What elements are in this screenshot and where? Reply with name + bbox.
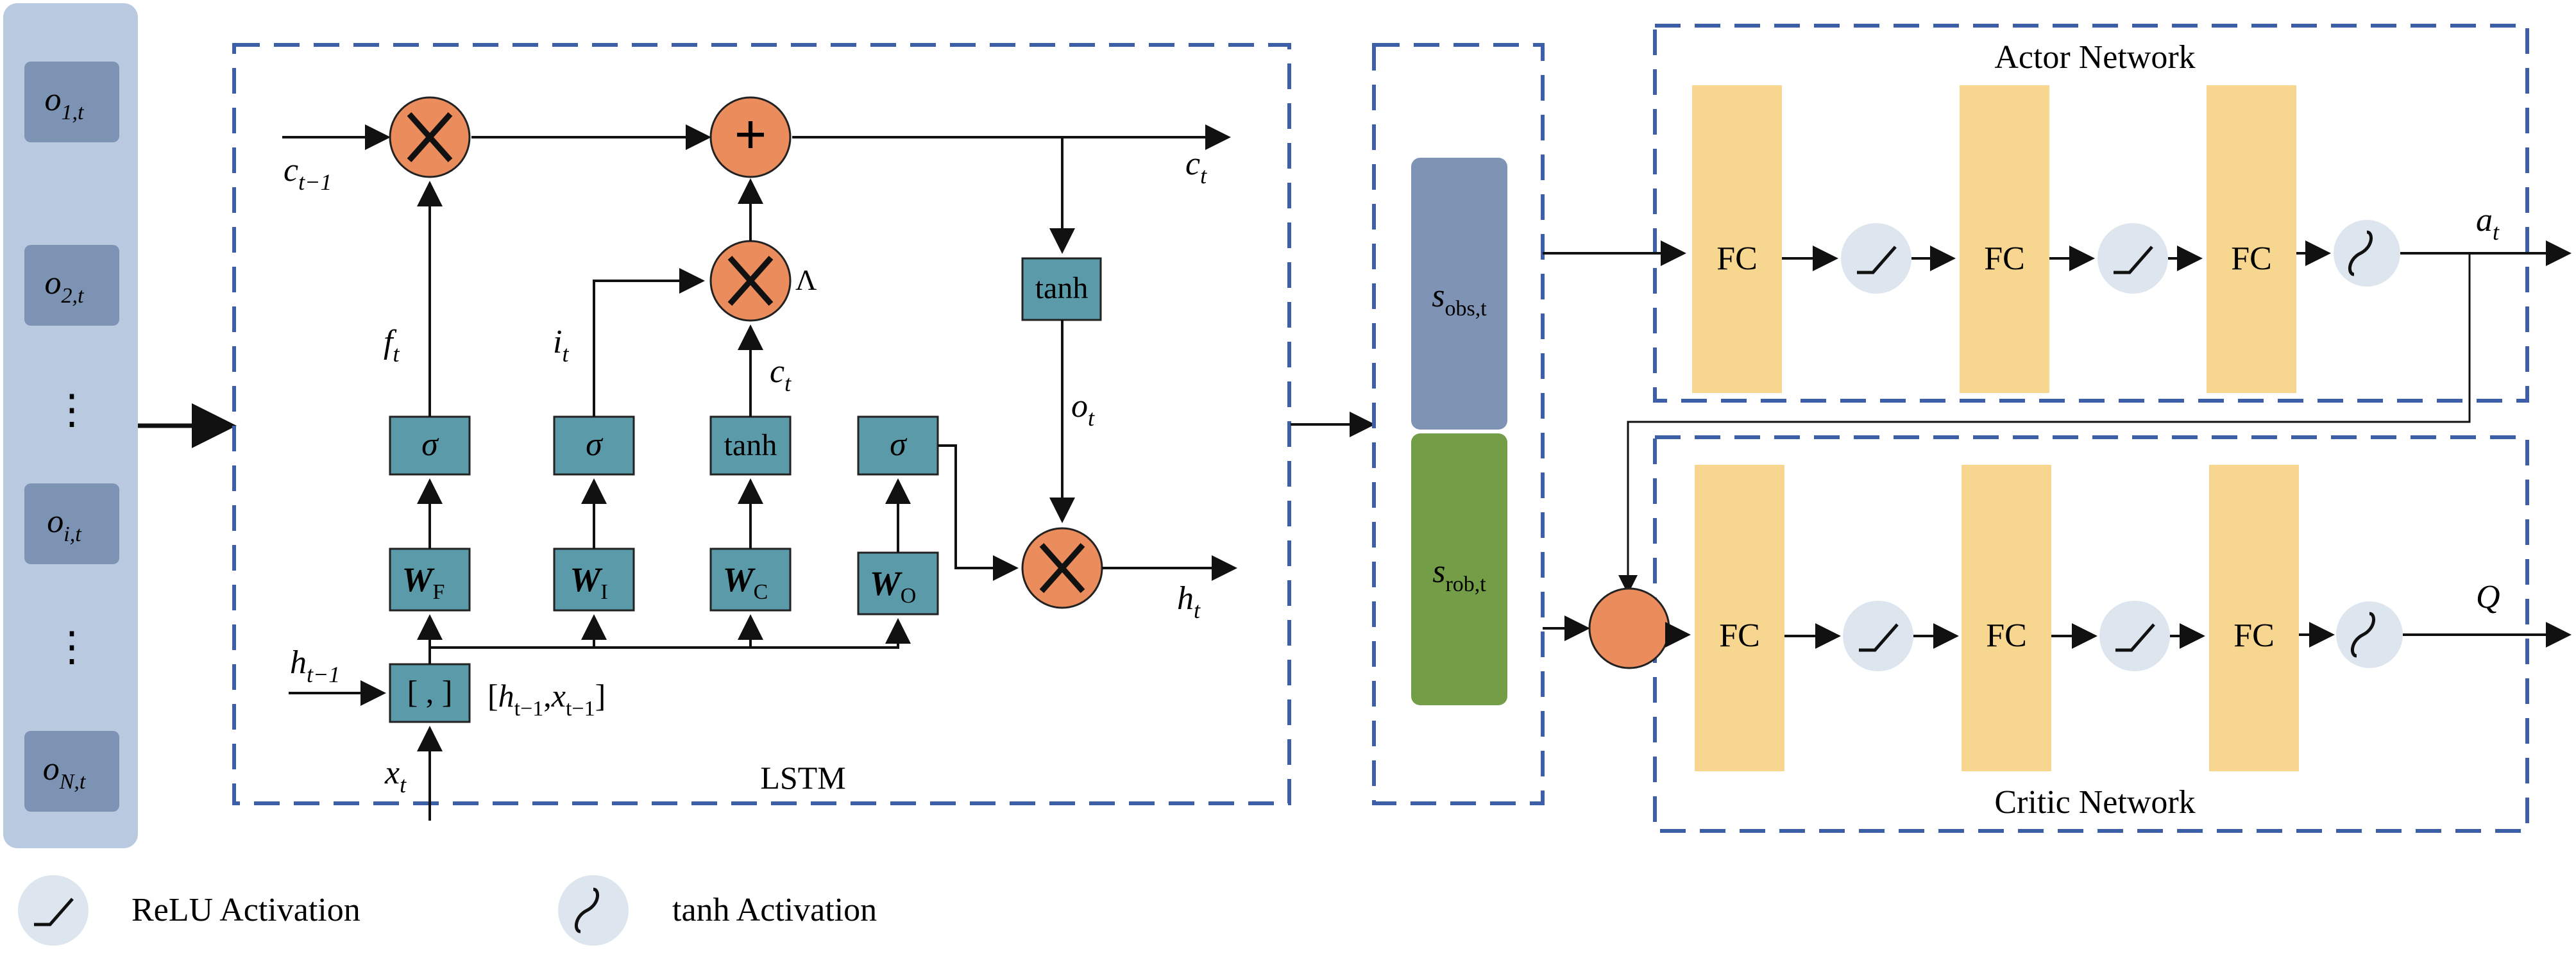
lstm-dashed-border bbox=[232, 43, 1291, 805]
svg-text:WF: WF bbox=[402, 560, 445, 604]
obs-box-n: oN,t bbox=[24, 731, 119, 812]
svg-text:σ: σ bbox=[586, 426, 604, 463]
action-feedback-line bbox=[1618, 253, 2471, 594]
svg-text:o2,t: o2,t bbox=[45, 265, 85, 308]
label-f-t: ft bbox=[384, 324, 400, 367]
svg-text:σ: σ bbox=[890, 426, 908, 463]
weight-wc-box: WC bbox=[709, 548, 792, 612]
label-concat-hx: [ht−1,xt−1] bbox=[487, 678, 606, 721]
svg-text:oi,t: oi,t bbox=[47, 503, 82, 546]
actor-fc-2: FC bbox=[1960, 85, 2049, 393]
legend: ReLU Activation tanh Activation bbox=[18, 875, 877, 946]
svg-text:tanh: tanh bbox=[724, 428, 777, 462]
svg-text:tanh: tanh bbox=[1035, 271, 1089, 305]
candidate-tanh-box: tanh bbox=[709, 415, 792, 476]
critic-title: Critic Network bbox=[1994, 784, 2195, 821]
forget-gate-sigma: σ bbox=[389, 415, 471, 476]
actor-fc-1: FC bbox=[1692, 85, 1782, 393]
svg-text:sobs,t: sobs,t bbox=[1432, 278, 1487, 321]
label-h-prev: ht−1 bbox=[290, 644, 340, 687]
svg-text:σ: σ bbox=[421, 426, 439, 463]
svg-text:FC: FC bbox=[2233, 617, 2275, 654]
obs-box-i: oi,t bbox=[24, 483, 119, 564]
critic-merge-node bbox=[1588, 587, 1670, 669]
output-gate-sigma: σ bbox=[857, 415, 939, 476]
s-rob-box: srob,t bbox=[1411, 433, 1507, 705]
lstm-title: LSTM bbox=[760, 760, 845, 796]
label-i-t: it bbox=[553, 324, 569, 367]
critic-fc-1: FC bbox=[1695, 465, 1784, 771]
svg-text:srob,t: srob,t bbox=[1432, 553, 1486, 596]
svg-text:FC: FC bbox=[1986, 617, 2027, 654]
actor-relu-1 bbox=[1841, 223, 1911, 294]
label-h-t: ht bbox=[1177, 580, 1201, 623]
label-x-t: xt bbox=[384, 755, 407, 798]
actor-tanh bbox=[2334, 220, 2400, 287]
obs-ellipsis-1: ⋮ bbox=[51, 387, 92, 432]
label-lambda: Λ bbox=[795, 264, 817, 296]
weight-wf-box: WF bbox=[389, 548, 471, 612]
input-gate-sigma: σ bbox=[553, 415, 635, 476]
label-c-prev: ct−1 bbox=[284, 152, 332, 195]
cell-tanh-box: tanh bbox=[1021, 257, 1102, 321]
actor-title: Actor Network bbox=[1994, 39, 2195, 76]
concat-box: [ , ] bbox=[389, 663, 471, 723]
s-obs-box: sobs,t bbox=[1411, 158, 1507, 430]
svg-text:WO: WO bbox=[870, 564, 917, 608]
label-o-t: ot bbox=[1071, 388, 1095, 431]
legend-relu-label: ReLU Activation bbox=[131, 892, 360, 928]
obs-box-1: o1,t bbox=[24, 62, 119, 142]
svg-text:WC: WC bbox=[723, 560, 768, 604]
obs-ellipsis-2: ⋮ bbox=[51, 624, 92, 669]
observation-input-panel: o1,t o2,t ⋮ oi,t ⋮ oN,t bbox=[3, 3, 138, 848]
critic-fc-3: FC bbox=[2209, 465, 2299, 771]
actor-output-label: at bbox=[2476, 202, 2500, 245]
actor-fc-3: FC bbox=[2207, 85, 2296, 393]
critic-relu-2 bbox=[2099, 601, 2170, 671]
svg-text:WI: WI bbox=[570, 560, 607, 604]
svg-text:o1,t: o1,t bbox=[45, 81, 85, 124]
weight-wo-box: WO bbox=[857, 551, 939, 615]
svg-text:[ , ]: [ , ] bbox=[407, 674, 453, 710]
legend-relu-icon bbox=[18, 875, 89, 946]
label-c-t: ct bbox=[1185, 146, 1207, 188]
critic-network-block: Critic Network FC FC FC bbox=[1543, 435, 2572, 833]
input-multiply-node bbox=[709, 240, 792, 322]
critic-relu-1 bbox=[1843, 601, 1913, 671]
forget-multiply-node bbox=[389, 96, 471, 178]
state-block: sobs,t srob,t bbox=[1372, 43, 1545, 805]
svg-text:oN,t: oN,t bbox=[43, 751, 87, 794]
svg-text:FC: FC bbox=[2231, 240, 2272, 277]
actor-relu-2 bbox=[2097, 223, 2168, 294]
legend-tanh-icon bbox=[558, 875, 629, 946]
lstm-block: LSTM ct−1 ct + Λ ht bbox=[232, 43, 1291, 821]
add-node: + bbox=[709, 96, 792, 178]
svg-text:FC: FC bbox=[1716, 240, 1758, 277]
actor-network-block: Actor Network FC FC FC bbox=[1543, 24, 2572, 403]
output-multiply-node bbox=[1021, 527, 1103, 609]
weight-wi-box: WI bbox=[553, 548, 635, 612]
obs-box-2: o2,t bbox=[24, 245, 119, 326]
critic-fc-2: FC bbox=[1962, 465, 2051, 771]
label-c-tilde: ct bbox=[770, 353, 792, 396]
svg-text:+: + bbox=[734, 103, 767, 167]
svg-text:FC: FC bbox=[1719, 617, 1760, 654]
critic-tanh bbox=[2336, 601, 2403, 668]
legend-tanh-label: tanh Activation bbox=[672, 892, 877, 928]
svg-text:FC: FC bbox=[1984, 240, 2025, 277]
critic-output-label: Q bbox=[2476, 579, 2500, 615]
